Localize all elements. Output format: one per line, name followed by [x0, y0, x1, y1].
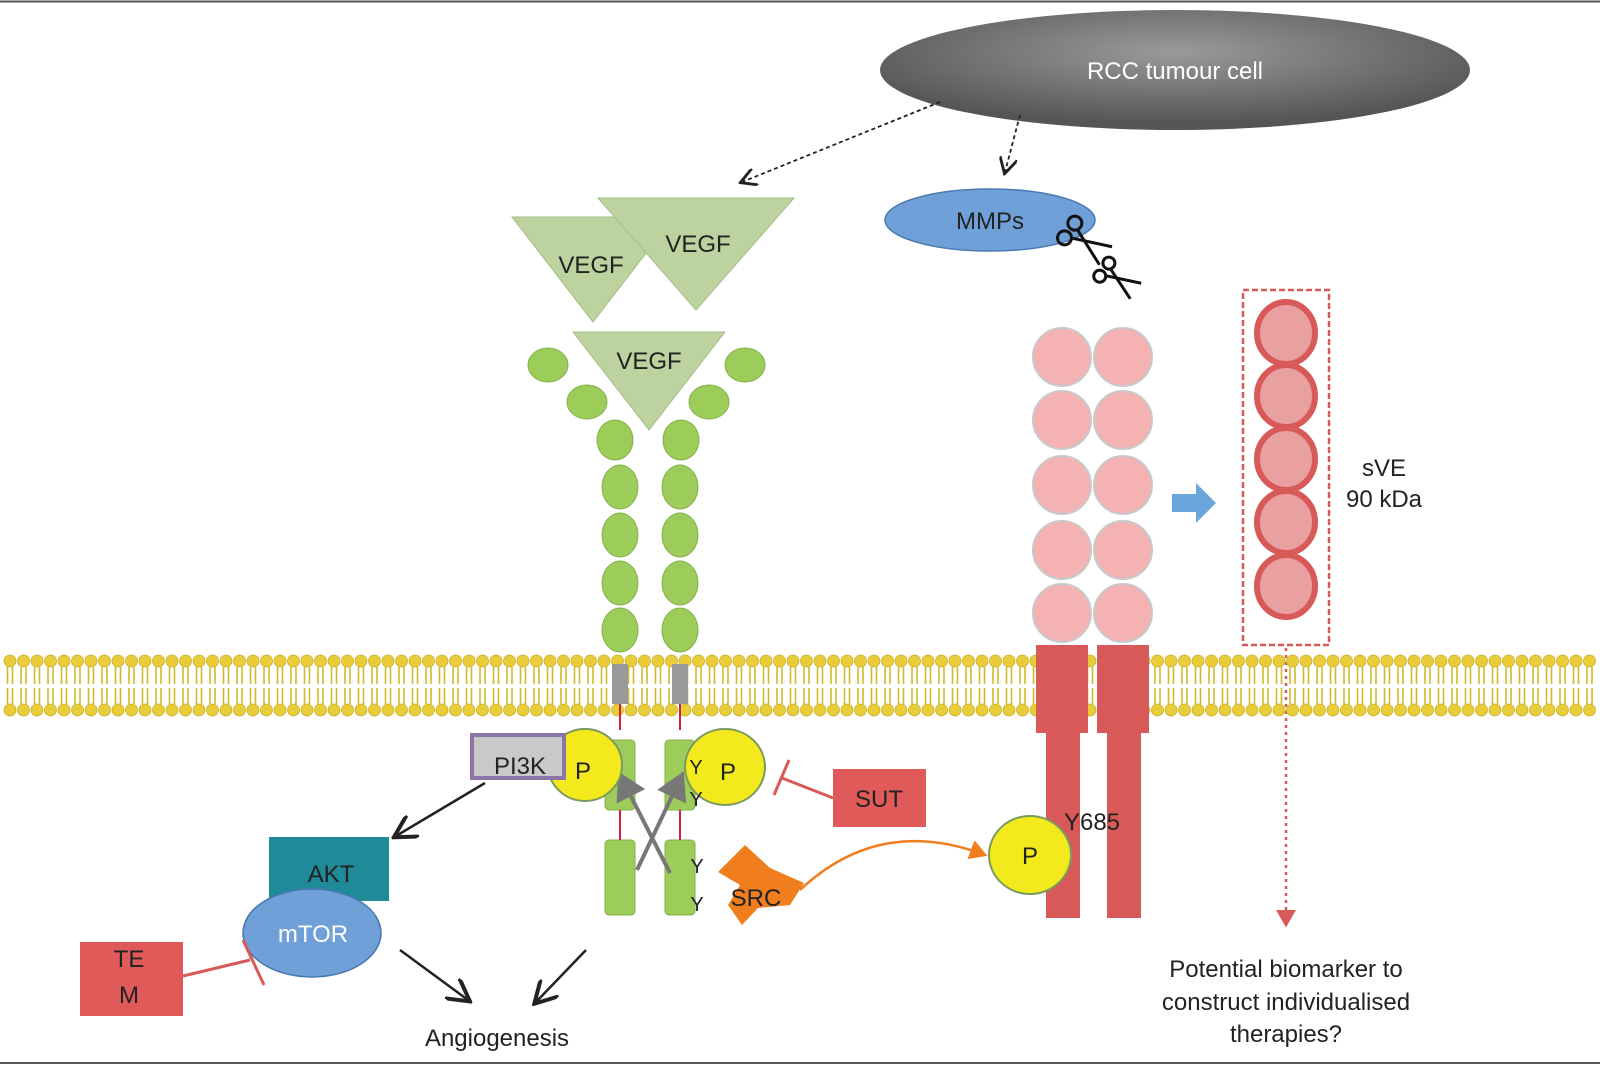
src-shape [718, 845, 804, 925]
akt-label: AKT [308, 861, 355, 888]
vegf-receptor-left-domains [527, 347, 639, 653]
rcc-to-mmp-arrow [1005, 114, 1021, 172]
rcc-tumour-cell [880, 10, 1470, 130]
mtor-to-angiogenesis-arrow [399, 948, 468, 1000]
pi3k-box [470, 733, 566, 780]
sve-box [1241, 288, 1331, 647]
sut-box [833, 769, 926, 827]
y-label-a: Y [689, 757, 702, 779]
receptor-tm-right [672, 664, 688, 704]
src-label: SRC [731, 885, 782, 912]
transphosphorylation-arrow-left [616, 771, 672, 874]
rcc-label: RCC tumour cell [1087, 58, 1263, 85]
mmps-ellipse [884, 188, 1096, 252]
sve-label: sVE [1362, 455, 1406, 482]
cleavage-arrow [1172, 483, 1216, 523]
vegf-triangle-center [571, 331, 727, 431]
vegf-triangle-right [596, 197, 796, 311]
phospho-ve [988, 815, 1072, 895]
sut-inhibition-bar [772, 759, 791, 796]
tem-label-line2: M [119, 982, 139, 1009]
biomarker-line-2: construct individualised [1162, 989, 1410, 1016]
mtor-ellipse [242, 888, 382, 978]
y-label-c: Y [690, 856, 703, 878]
mtor-label: mTOR [278, 921, 348, 948]
vegf-center-label: VEGF [616, 348, 681, 375]
y685-label: Y685 [1064, 809, 1120, 836]
rcc-to-vegf-arrow [742, 101, 941, 182]
tem-box [80, 942, 183, 1016]
angiogenesis-label: Angiogenesis [425, 1025, 569, 1052]
tem-inhibition-bar [241, 939, 266, 986]
src-to-ve-arrow [799, 839, 988, 891]
y-label-b: Y [689, 789, 702, 811]
scissors-icon [1092, 255, 1142, 300]
vegf-left-label: VEGF [558, 252, 623, 279]
vegf-receptor-right-domains [661, 347, 766, 653]
sve-mass-label: 90 kDa [1346, 486, 1423, 513]
cell-membrane [3, 654, 1596, 717]
mmps-label: MMPs [956, 208, 1024, 235]
p-right-label: P [720, 759, 736, 786]
biomarker-line-1: Potential biomarker to [1169, 956, 1402, 983]
sve-fragment [1254, 299, 1318, 620]
scissors-icon [1056, 214, 1113, 266]
receptor-to-angiogenesis-arrow [536, 949, 587, 1002]
vegf-triangle-left [510, 216, 676, 323]
pi3k-label: PI3K [494, 753, 546, 780]
receptor-tm-left [612, 664, 628, 704]
vegf-right-label: VEGF [665, 231, 730, 258]
tem-label-line1: TE [114, 946, 145, 973]
p-left-label: P [575, 758, 591, 785]
y-label-d: Y [690, 894, 703, 916]
ve-cadherin-right-domains [1093, 327, 1153, 643]
transphosphorylation-arrow-right [635, 771, 687, 871]
ve-cadherin-left-domains [1032, 327, 1092, 643]
pi3k-to-akt-arrow [396, 781, 486, 836]
sut-inhibition-line [781, 776, 834, 800]
tem-inhibition-line [182, 958, 251, 978]
sut-label: SUT [855, 786, 903, 813]
p-ve-label: P [1022, 843, 1038, 870]
phospho-right [684, 728, 766, 806]
biomarker-line-3: therapies? [1230, 1021, 1342, 1048]
